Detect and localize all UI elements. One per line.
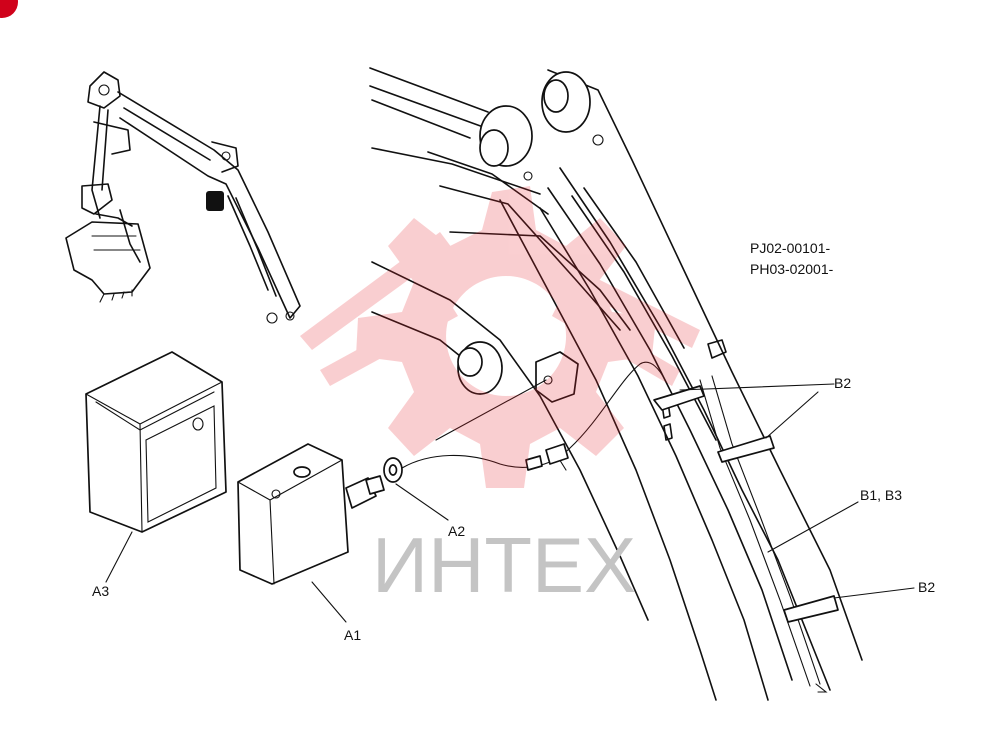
- lamp-a1: [237, 443, 385, 585]
- wire-harness: [401, 361, 669, 471]
- callout-b2-bottom: B2: [918, 579, 935, 595]
- serial-range-1: PJ02-00101-: [750, 240, 831, 256]
- corner-badge: [0, 0, 18, 18]
- callout-a1: A1: [344, 627, 361, 643]
- guard-a3: [85, 351, 227, 533]
- washer-a2: [383, 457, 403, 483]
- callout-a3: A3: [92, 583, 109, 599]
- excavator-overview: [65, 71, 301, 324]
- highlighted-component: [206, 191, 224, 211]
- boom-assembly: [369, 67, 863, 701]
- callout-a2: A2: [448, 523, 465, 539]
- watermark-gear-icon: [356, 186, 656, 488]
- callout-b1-b3: B1, B3: [860, 487, 902, 503]
- serial-range-2: PH03-02001-: [750, 261, 834, 277]
- leader-lines: [105, 383, 915, 623]
- callout-b2-top: B2: [834, 375, 851, 391]
- watermark-text: ИНТЕХ: [372, 521, 636, 609]
- watermark: [300, 186, 700, 488]
